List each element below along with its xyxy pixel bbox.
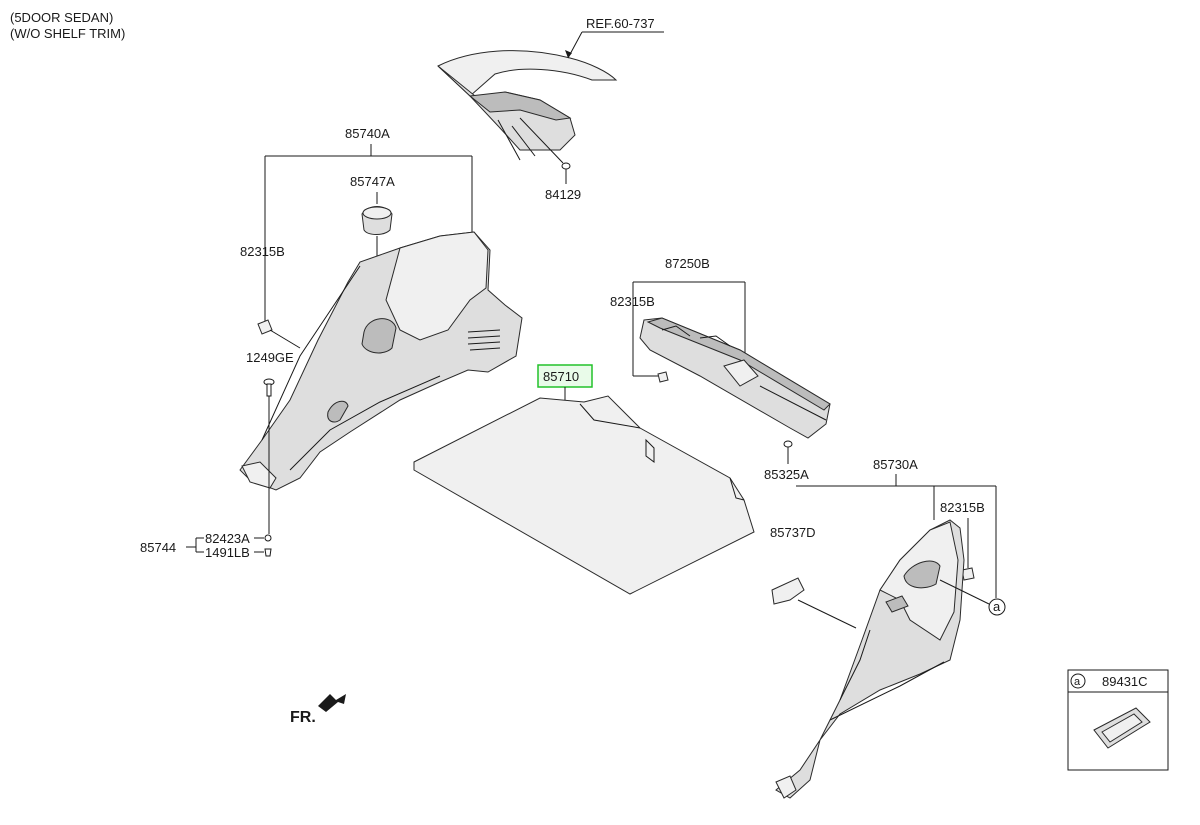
cover-85737D bbox=[771, 577, 805, 605]
marker-a-label: a bbox=[993, 599, 1001, 614]
header-line-2: (W/O SHELF TRIM) bbox=[10, 26, 125, 41]
callout-85325A: 85325A bbox=[764, 467, 809, 482]
fr-label: FR. bbox=[290, 709, 316, 726]
marker-a-circle bbox=[988, 598, 1006, 616]
callout-85730A: 85730A bbox=[873, 457, 918, 472]
inset-box bbox=[1067, 669, 1169, 771]
bracket-85740A bbox=[264, 144, 473, 322]
bracket-85744 bbox=[186, 537, 204, 553]
callout-1491LB: 1491LB bbox=[205, 545, 250, 560]
callout-85740A: 85740A bbox=[345, 126, 390, 141]
callout-82315B-right: 82315B bbox=[940, 500, 985, 515]
callout-82423A: 82423A bbox=[205, 531, 250, 546]
clip-82315B-mid bbox=[657, 371, 669, 383]
leader-marker-a bbox=[939, 579, 990, 605]
right-quarter-trim-85730A bbox=[775, 519, 965, 799]
callout-ref: REF.60-737 bbox=[586, 16, 655, 31]
washer-82423A bbox=[264, 534, 272, 542]
leader-ref-arrow bbox=[565, 50, 572, 58]
leader-85737D bbox=[797, 599, 857, 629]
front-direction-indicator bbox=[318, 694, 346, 712]
cap-85747A bbox=[361, 206, 393, 235]
bracket-87250B bbox=[632, 281, 746, 377]
bolt-1249GE bbox=[263, 378, 275, 397]
floor-mat-85710 bbox=[413, 395, 755, 595]
trunk-lid-ref-part bbox=[437, 50, 618, 161]
callout-85710-highlight-bg bbox=[538, 365, 592, 387]
clip-1491LB bbox=[264, 548, 272, 557]
leader-84129 bbox=[519, 117, 567, 184]
leader-85744-items bbox=[254, 537, 264, 553]
header-line-1: (5DOOR SEDAN) bbox=[10, 10, 113, 25]
inset-part-number: 89431C bbox=[1102, 674, 1148, 689]
callout-1249GE: 1249GE bbox=[246, 350, 294, 365]
clip-82315B-left bbox=[257, 319, 273, 335]
screw-85325A bbox=[783, 440, 793, 456]
inset-marker: a bbox=[1074, 676, 1081, 688]
callout-82315B-mid: 82315B bbox=[610, 294, 655, 309]
leader-82315B-left bbox=[269, 329, 301, 349]
screw-84129 bbox=[561, 162, 571, 178]
callout-85737D: 85737D bbox=[770, 525, 816, 540]
callout-82315B-left: 82315B bbox=[240, 244, 285, 259]
callout-87250B: 87250B bbox=[665, 256, 710, 271]
leader-ref bbox=[567, 31, 664, 59]
bracket-85730A bbox=[796, 474, 997, 598]
sill-trim-87250B bbox=[639, 317, 831, 439]
callout-85744: 85744 bbox=[140, 540, 176, 555]
left-quarter-trim-85740A bbox=[239, 231, 523, 491]
callout-84129: 84129 bbox=[545, 187, 581, 202]
callout-85710: 85710 bbox=[543, 369, 579, 384]
callout-85747A: 85747A bbox=[350, 174, 395, 189]
